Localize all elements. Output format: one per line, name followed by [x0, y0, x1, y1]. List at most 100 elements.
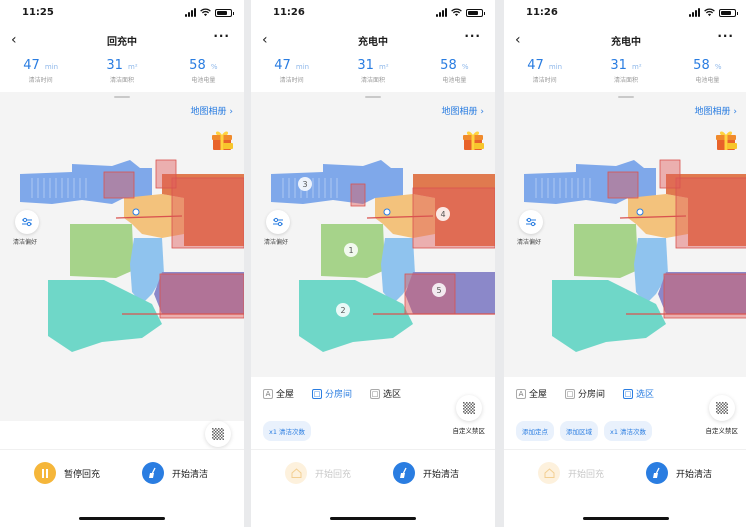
more-icon[interactable]: ···	[464, 29, 481, 43]
stat-label: 清洁面积	[613, 77, 638, 84]
option-chip[interactable]: x1 清洁次数	[263, 421, 312, 441]
mode-icon: □	[312, 388, 323, 399]
mode-tab[interactable]: □选区	[370, 387, 401, 400]
start-cleaning-button[interactable]: 开始清洁	[393, 462, 459, 484]
back-icon[interactable]: ‹	[11, 32, 17, 48]
map-room[interactable]	[552, 280, 666, 352]
map-room[interactable]	[154, 272, 244, 314]
gift-icon[interactable]	[461, 128, 485, 152]
forbidden-zone[interactable]	[412, 187, 495, 249]
left-action-button[interactable]: 暂停回充	[34, 462, 100, 484]
map-room[interactable]	[70, 224, 134, 278]
cleaning-preference-button[interactable]: 清洁偏好	[12, 210, 42, 246]
page-title: 充电中	[358, 37, 388, 48]
stat-value: 58 %	[440, 58, 469, 73]
map-room[interactable]	[574, 224, 638, 278]
left-action-button[interactable]: 开始回充	[538, 462, 604, 484]
start-cleaning-button[interactable]: 开始清洁	[142, 462, 208, 484]
option-chip[interactable]: x1 清洁次数	[604, 421, 653, 441]
map-panel[interactable]: 地图相册 › 清洁偏好	[0, 92, 244, 382]
map-room[interactable]	[48, 280, 162, 352]
start-cleaning-button[interactable]: 开始清洁	[646, 462, 712, 484]
forbidden-zone[interactable]	[663, 273, 746, 319]
forbidden-zone[interactable]	[659, 159, 681, 189]
drag-handle[interactable]	[114, 96, 130, 98]
map-room[interactable]	[124, 194, 184, 238]
map-room[interactable]	[634, 238, 668, 304]
map-room[interactable]	[405, 272, 495, 314]
virtual-wall[interactable]	[366, 215, 434, 219]
drag-handle[interactable]	[365, 96, 381, 98]
map-room[interactable]	[299, 280, 413, 352]
virtual-wall[interactable]	[619, 215, 687, 219]
forbidden-zone[interactable]	[171, 177, 244, 249]
stat-label: 清洁时间	[28, 77, 53, 84]
home-indicator	[583, 517, 669, 520]
mode-tab[interactable]: □选区	[623, 387, 654, 400]
broom-icon	[393, 462, 415, 484]
forbidden-zone[interactable]	[159, 273, 244, 319]
status-time: 11:25	[22, 7, 54, 18]
custom-forbidden-zone-button[interactable]: 自定义禁区	[706, 395, 738, 435]
floor-map[interactable]	[12, 154, 244, 354]
wifi-icon	[704, 8, 715, 17]
dock-icon	[636, 208, 644, 216]
action-bar: 开始回充 开始清洁	[251, 449, 495, 527]
forbidden-zone[interactable]	[607, 171, 639, 199]
gift-icon[interactable]	[714, 128, 738, 152]
forbidden-zone[interactable]	[350, 183, 366, 207]
more-icon[interactable]: ···	[213, 29, 230, 43]
forbidden-zone[interactable]	[155, 159, 177, 189]
start-cleaning-label: 开始清洁	[172, 469, 209, 480]
map-room[interactable]	[658, 272, 746, 314]
mode-label: 分房间	[325, 390, 353, 400]
map-room[interactable]	[375, 194, 435, 238]
room-badge[interactable]	[336, 303, 350, 317]
map-room[interactable]	[628, 194, 688, 238]
map-album-link[interactable]: 地图相册 ›	[441, 107, 484, 117]
signal-icon	[689, 8, 700, 17]
map-room[interactable]	[381, 238, 415, 304]
option-chip[interactable]: 添加区域	[560, 421, 598, 441]
cleaning-preference-label: 清洁偏好	[516, 239, 541, 246]
map-album-link[interactable]: 地图相册 ›	[694, 107, 737, 117]
mode-tab[interactable]: □分房间	[312, 387, 352, 400]
map-panel[interactable]: 地图相册 › 清洁偏好	[504, 92, 746, 382]
map-room[interactable]	[162, 174, 244, 246]
sliders-icon	[519, 210, 543, 234]
virtual-wall[interactable]	[115, 215, 183, 219]
custom-forbidden-zone-button[interactable]: 自定义禁区	[453, 395, 485, 435]
cleaning-preference-button[interactable]: 清洁偏好	[516, 210, 546, 246]
stat-item: 58 %电池电量	[667, 54, 746, 92]
back-icon[interactable]: ‹	[262, 32, 268, 48]
map-room[interactable]	[666, 174, 746, 246]
room-badge[interactable]	[436, 207, 450, 221]
back-icon[interactable]: ‹	[515, 32, 521, 48]
cleaning-preference-button[interactable]: 清洁偏好	[263, 210, 293, 246]
signal-icon	[185, 8, 196, 17]
room-badge[interactable]	[298, 177, 312, 191]
forbidden-zone[interactable]	[675, 177, 746, 249]
status-bar: 11:26	[251, 0, 495, 26]
map-room[interactable]	[413, 174, 495, 246]
room-badge[interactable]	[432, 283, 446, 297]
room-badge[interactable]	[344, 243, 358, 257]
map-room[interactable]	[130, 238, 164, 304]
status-icons	[436, 8, 485, 17]
drag-handle[interactable]	[618, 96, 634, 98]
action-bar: 暂停回充 开始清洁	[0, 449, 244, 527]
forbidden-zone[interactable]	[103, 171, 135, 199]
mode-tab[interactable]: □分房间	[565, 387, 605, 400]
floor-map[interactable]	[516, 154, 746, 354]
more-icon[interactable]: ···	[717, 29, 734, 43]
forbidden-zone[interactable]	[404, 273, 456, 315]
option-chip[interactable]: 添加定点	[516, 421, 554, 441]
map-album-link[interactable]: 地图相册 ›	[190, 107, 233, 117]
page-title: 回充中	[107, 37, 137, 48]
left-action-button[interactable]: 开始回充	[285, 462, 351, 484]
gift-icon[interactable]	[210, 128, 234, 152]
